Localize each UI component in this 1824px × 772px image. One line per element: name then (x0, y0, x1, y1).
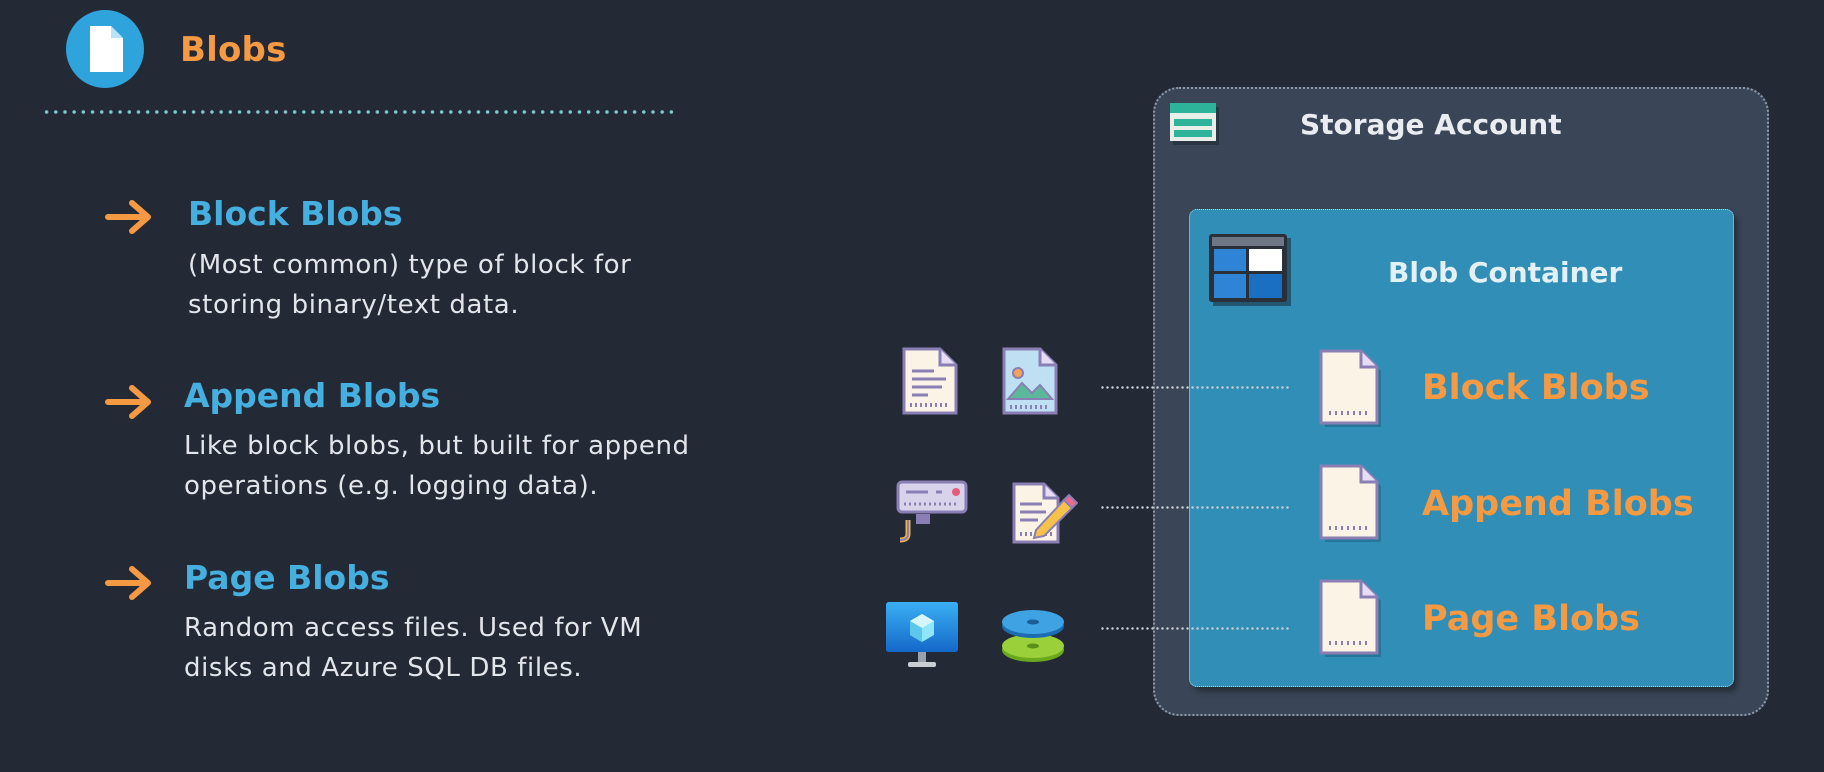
append-blobs-description-line1: Like block blobs, but built for append (184, 431, 690, 461)
diagram-block-blobs-label: Block Blobs (1422, 368, 1650, 408)
blob-container-icon (1209, 234, 1291, 306)
page-blobs-description-line2: disks and Azure SQL DB files. (184, 653, 583, 683)
connector-line (1100, 386, 1290, 389)
block-blobs-description-line1: (Most common) type of block for (188, 250, 632, 280)
dotted-divider (42, 109, 678, 115)
diagram-page-blobs-label: Page Blobs (1422, 599, 1640, 639)
page-blobs-heading: Page Blobs (184, 558, 390, 597)
append-blob-file-icon (1319, 464, 1381, 542)
connector-line (1100, 627, 1290, 630)
storage-account-title: Storage Account (1300, 108, 1562, 141)
arrow-right-icon (105, 200, 151, 234)
edit-document-icon (1012, 482, 1078, 544)
page-title: Blobs (180, 30, 287, 70)
page-blobs-description-line1: Random access files. Used for VM (184, 613, 643, 643)
security-camera-icon (896, 480, 968, 543)
append-blobs-description-line2: operations (e.g. logging data). (184, 471, 599, 501)
connector-line (1100, 506, 1290, 509)
arrow-right-icon (105, 385, 151, 419)
document-icon (66, 10, 144, 88)
disk-icon (1002, 610, 1064, 662)
storage-account-icon (1170, 103, 1219, 145)
virtual-machine-icon (886, 602, 958, 667)
text-document-icon (902, 347, 958, 415)
block-blob-file-icon (1319, 349, 1381, 427)
append-blobs-heading: Append Blobs (184, 376, 441, 415)
page-blob-file-icon (1319, 579, 1381, 657)
image-document-icon (1002, 347, 1058, 415)
blob-container-title: Blob Container (1388, 256, 1623, 289)
block-blobs-description-line2: storing binary/text data. (188, 290, 520, 320)
block-blobs-heading: Block Blobs (188, 194, 403, 233)
arrow-right-icon (105, 566, 151, 600)
blob-container-box (1189, 209, 1734, 687)
diagram-append-blobs-label: Append Blobs (1422, 484, 1694, 524)
